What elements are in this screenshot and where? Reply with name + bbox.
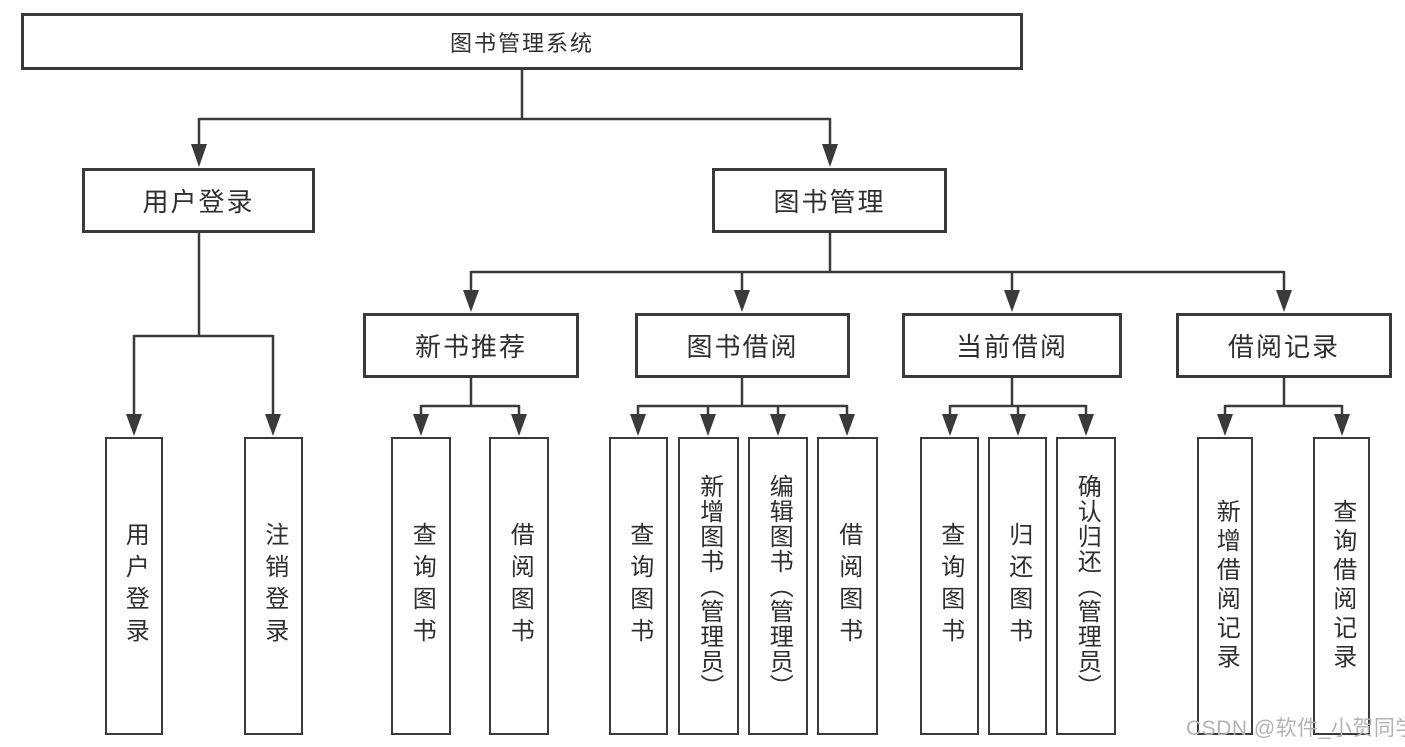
leaf-borrow-book-2: 借阅图书 (817, 437, 878, 735)
leaf-confirm-return-admin-label: 确认归还（管理员） (1073, 473, 1101, 699)
node-user-login-label: 用户登录 (142, 187, 255, 217)
leaf-borrow-book-1: 借阅图书 (489, 437, 549, 735)
leaf-query-book-1: 查询图书 (391, 437, 451, 735)
node-book-management: 图书管理 (712, 168, 947, 233)
leaf-query-borrow-record: 查询借阅记录 (1313, 437, 1370, 735)
leaf-borrow-book-2-label: 借阅图书 (834, 522, 862, 650)
leaf-return-book: 归还图书 (988, 437, 1047, 735)
leaf-user-login-label: 用户登录 (121, 522, 149, 650)
node-current-borrow-label: 当前借阅 (955, 332, 1068, 362)
leaf-query-book-3-label: 查询图书 (936, 522, 964, 650)
leaf-query-borrow-record-label: 查询借阅记录 (1328, 499, 1356, 673)
node-root: 图书管理系统 (21, 13, 1023, 70)
node-new-book-recommend-label: 新书推荐 (414, 332, 527, 362)
node-current-borrow: 当前借阅 (902, 313, 1122, 378)
leaf-logout: 注销登录 (244, 437, 303, 735)
node-borrow-records: 借阅记录 (1176, 313, 1392, 378)
node-book-borrow-label: 图书借阅 (686, 332, 799, 362)
leaf-borrow-book-1-label: 借阅图书 (506, 522, 534, 650)
leaf-add-book-admin: 新增图书（管理员） (678, 437, 739, 735)
leaf-query-book-2-label: 查询图书 (625, 522, 653, 650)
leaf-return-book-label: 归还图书 (1004, 522, 1032, 650)
leaf-query-book-2: 查询图书 (609, 437, 668, 735)
leaf-add-borrow-record-label: 新增借阅记录 (1212, 499, 1240, 673)
leaf-logout-label: 注销登录 (260, 522, 288, 650)
node-new-book-recommend: 新书推荐 (363, 313, 579, 378)
node-user-login: 用户登录 (82, 168, 315, 233)
leaf-user-login: 用户登录 (105, 437, 163, 735)
leaf-query-book-3: 查询图书 (920, 437, 979, 735)
node-borrow-records-label: 借阅记录 (1227, 332, 1340, 362)
leaf-confirm-return-admin: 确认归还（管理员） (1056, 437, 1116, 735)
node-book-borrow: 图书借阅 (635, 313, 850, 378)
leaf-edit-book-admin: 编辑图书（管理员） (748, 437, 808, 735)
watermark: CSDN @软件_小贺同学 (1186, 717, 1405, 740)
leaf-add-book-admin-label: 新增图书（管理员） (695, 473, 723, 699)
leaf-add-borrow-record: 新增借阅记录 (1197, 437, 1253, 735)
leaf-edit-book-admin-label: 编辑图书（管理员） (765, 473, 793, 699)
node-root-label: 图书管理系统 (449, 30, 594, 56)
leaf-query-book-1-label: 查询图书 (408, 522, 436, 650)
node-book-management-label: 图书管理 (773, 187, 886, 217)
arrowhead-icons (126, 144, 1350, 436)
